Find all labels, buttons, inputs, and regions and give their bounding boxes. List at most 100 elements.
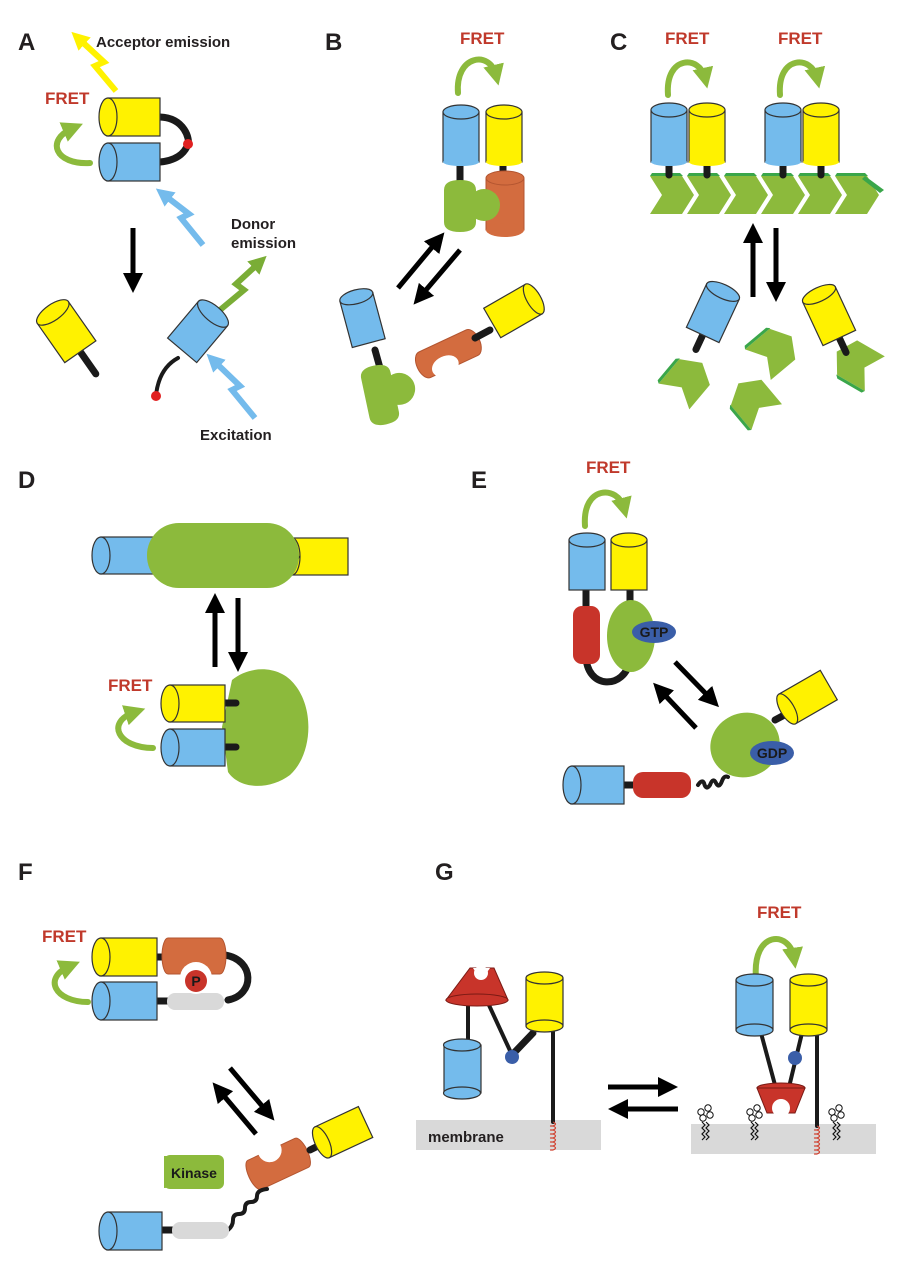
gtpase-domain-active (607, 600, 655, 672)
membrane (691, 1124, 876, 1154)
acceptor-fluorophore-free (776, 669, 839, 725)
cleavage-site-icon (151, 391, 161, 401)
acceptor-emission-label: Acceptor emission (96, 34, 230, 51)
linker (221, 951, 252, 1004)
panel-f: F FRET P Kinase (18, 859, 374, 1251)
linker-fragment (154, 356, 180, 397)
gap-binding-domain (633, 772, 691, 798)
acceptor-fluorophore-free (35, 299, 100, 378)
flexible-linker (696, 774, 730, 790)
acceptor-fluorophore (91, 937, 158, 977)
linker (486, 1001, 514, 1057)
panel-g: G membrane FRET (416, 859, 876, 1154)
donor-fluorophore (91, 536, 154, 575)
gdp-label: GDP (757, 745, 787, 761)
sensor-domain-compact (222, 669, 309, 786)
donor-fluorophore-free (685, 280, 741, 353)
fret-label-a: FRET (45, 89, 90, 108)
excitation-arrow-bottom (206, 353, 258, 420)
panel-a: A Acceptor emission FRET Donor emission (18, 29, 296, 444)
donor-emission-label-line1: Donor (231, 216, 275, 233)
fret-arrow-icon (115, 705, 156, 751)
donor-fluorophore (442, 104, 480, 166)
linker (156, 113, 192, 166)
forward-arrow (228, 1066, 275, 1121)
donor-fluorophore-free (98, 1211, 163, 1251)
panel-label-a: A (18, 29, 35, 56)
cleavage-site-icon (183, 139, 193, 149)
phosphobinding-domain-free (245, 1137, 311, 1191)
acceptor-fluorophore (789, 973, 828, 1037)
flexible-linker (226, 1187, 269, 1232)
fret-arrow-icon (752, 936, 803, 981)
panel-label-f: F (18, 859, 33, 886)
panel-label-g: G (435, 859, 454, 886)
binding-domain-free (414, 329, 482, 379)
donor-fluorophore (442, 1038, 482, 1100)
panel-label-c: C (610, 29, 627, 56)
fret-label-d: FRET (108, 676, 153, 695)
donor-fluorophore (735, 973, 774, 1037)
acceptor-fluorophore (688, 102, 726, 179)
acceptor-fluorophore-free (801, 283, 857, 356)
donor-fluorophore (562, 765, 625, 805)
membrane-label: membrane (428, 1129, 504, 1146)
sensor-domain-extended (147, 523, 299, 588)
fret-label-c1: FRET (665, 29, 710, 48)
substrate-peptide (167, 993, 224, 1010)
linker (471, 326, 494, 342)
linker (759, 1031, 777, 1087)
donor-fluorophore (764, 102, 802, 179)
filament-subunit-free (744, 327, 796, 381)
donor-fluorophore-free (339, 288, 386, 349)
panel-c: C FRET FRET (610, 29, 885, 431)
lipid-binding-domain (445, 966, 509, 1007)
donor-fluorophore (91, 981, 158, 1021)
membrane (416, 1120, 601, 1150)
fret-arrow-icon (454, 56, 504, 96)
fret-label-b: FRET (460, 29, 505, 48)
phospholipid-icon (746, 1104, 763, 1141)
fret-label-e: FRET (586, 458, 631, 477)
excitation-label: Excitation (200, 427, 272, 444)
acceptor-fluorophore-free (311, 1105, 374, 1159)
gtp-badge (632, 621, 676, 643)
filament-subunit-free (729, 379, 783, 431)
fret-arrow-icon (581, 489, 632, 529)
filament-subunit-free (836, 340, 885, 393)
acceptor-fluorophore (802, 102, 840, 179)
phosphate-label: P (191, 973, 200, 989)
phospholipid-icon (697, 1104, 714, 1141)
acceptor-fluorophore (485, 104, 523, 166)
phospholipid-group (697, 1104, 845, 1141)
acceptor-fluorophore (289, 537, 349, 576)
donor-emission-arrow (218, 255, 267, 313)
gap-binding-domain (573, 606, 600, 664)
polymer-filament (650, 173, 884, 214)
reverse-arrow (413, 248, 462, 305)
gtp-label: GTP (640, 624, 669, 640)
phosphate-badge (185, 970, 207, 992)
panel-label-e: E (471, 467, 487, 494)
panel-label-b: B (325, 29, 342, 56)
forward-arrow (673, 660, 719, 708)
kinase-badge (164, 1155, 224, 1189)
acceptor-fluorophore (98, 97, 161, 137)
hinge-icon (788, 1051, 802, 1065)
binding-domain-bound (485, 170, 525, 237)
acceptor-fluorophore (610, 532, 648, 591)
phospholipid-icon (828, 1104, 845, 1141)
gdp-badge (750, 741, 794, 765)
fret-arrow-icon (664, 59, 714, 98)
filament-subunit (650, 173, 694, 214)
reverse-arrow (212, 1082, 258, 1136)
filament-subunit (687, 173, 731, 214)
ligand-domain-bound (444, 180, 500, 232)
acceptor-emission-arrow (71, 31, 119, 93)
substrate-peptide (172, 1222, 229, 1239)
fret-label-c2: FRET (778, 29, 823, 48)
filament-end (862, 176, 884, 193)
panel-label-d: D (18, 467, 35, 494)
fret-arrow-icon (776, 59, 826, 98)
